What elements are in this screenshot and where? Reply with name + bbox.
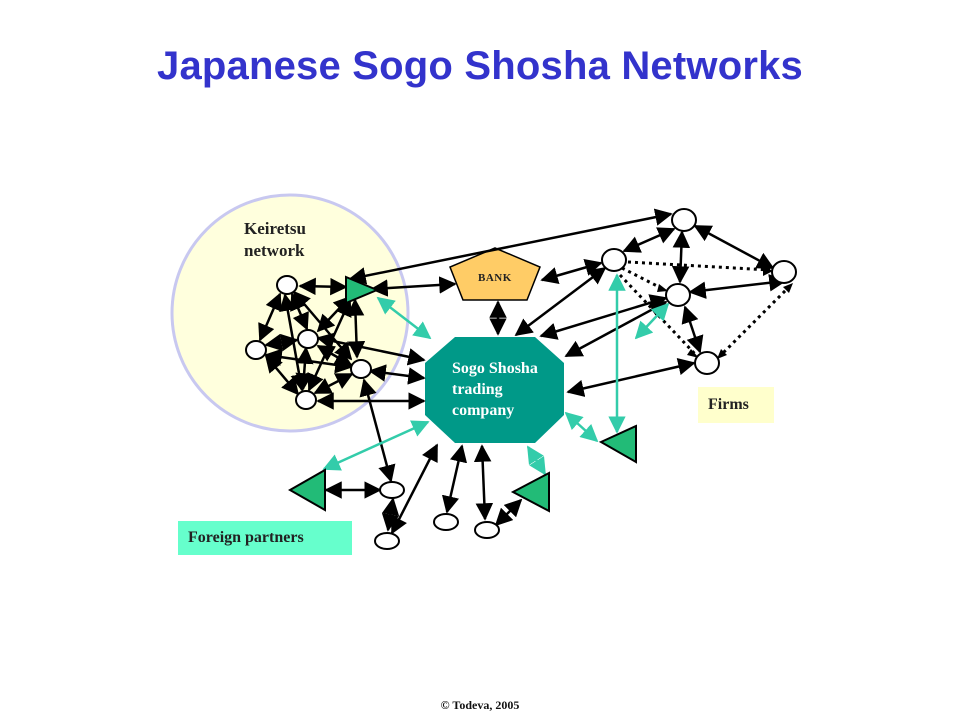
link bbox=[298, 277, 348, 296]
foreign-partner-triangle bbox=[598, 424, 637, 464]
sogo-label-line: trading bbox=[452, 381, 503, 398]
teal-link bbox=[322, 420, 430, 471]
link bbox=[473, 444, 494, 521]
sogo-shosha-label: Sogo Shosha trading company bbox=[452, 358, 538, 421]
firms-label: Firms bbox=[698, 387, 774, 423]
sogo-label-line: Sogo Shosha bbox=[452, 360, 538, 377]
bottom-node bbox=[374, 532, 400, 550]
teal-link bbox=[634, 302, 670, 340]
link bbox=[539, 294, 668, 340]
link bbox=[264, 354, 300, 396]
dotted-arrowhead bbox=[783, 283, 793, 293]
sogo-shosha-octagon bbox=[425, 337, 564, 443]
firm-node bbox=[671, 208, 697, 232]
keiretsu-node bbox=[350, 359, 372, 379]
dotted-arrowhead bbox=[657, 284, 668, 292]
link bbox=[313, 372, 354, 395]
copyright: © Todeva, 2005 bbox=[440, 698, 520, 712]
foreign-partner-triangle bbox=[510, 471, 550, 513]
firm-node bbox=[601, 248, 627, 272]
keiretsu-label-line: Keiretsu bbox=[244, 219, 307, 238]
keiretsu-node bbox=[245, 340, 267, 360]
link bbox=[316, 332, 426, 366]
firm-node bbox=[694, 351, 720, 375]
link bbox=[622, 227, 676, 253]
link bbox=[381, 497, 400, 532]
foreign-partners-label: Foreign partners bbox=[178, 521, 352, 555]
sogo-label-line: company bbox=[452, 402, 515, 419]
keiretsu-node bbox=[295, 390, 317, 410]
dotted-arrowhead bbox=[687, 349, 699, 358]
firm-node bbox=[665, 283, 691, 307]
dotted-link bbox=[718, 284, 792, 358]
dotted-arrowhead bbox=[763, 266, 773, 276]
link bbox=[494, 498, 523, 527]
keiretsu-label: Keiretsu network bbox=[244, 218, 306, 262]
bottom-node bbox=[379, 481, 405, 499]
link bbox=[264, 333, 299, 352]
bottom-node bbox=[433, 513, 459, 531]
link bbox=[566, 358, 696, 397]
link bbox=[368, 364, 426, 385]
link bbox=[316, 344, 353, 367]
teal-link bbox=[526, 445, 547, 476]
bottom-node bbox=[474, 521, 500, 539]
teal-link bbox=[564, 411, 599, 443]
link bbox=[671, 230, 691, 284]
page-title: Japanese Sogo Shosha Networks bbox=[157, 44, 803, 88]
link bbox=[681, 305, 704, 354]
link bbox=[688, 274, 787, 299]
firm-node bbox=[771, 260, 797, 284]
dotted-arrowhead bbox=[717, 349, 727, 359]
link bbox=[258, 292, 282, 342]
keiretsu-triangle bbox=[345, 275, 380, 305]
link bbox=[441, 444, 468, 514]
foreign-partner-triangle bbox=[287, 468, 326, 512]
link bbox=[693, 224, 775, 270]
dotted-link bbox=[627, 260, 771, 272]
dotted-link bbox=[618, 273, 698, 357]
link bbox=[348, 208, 673, 285]
teal-link bbox=[376, 296, 432, 340]
link bbox=[370, 276, 457, 297]
keiretsu-node bbox=[297, 329, 319, 349]
keiretsu-node bbox=[276, 275, 298, 295]
dotted-link bbox=[621, 266, 666, 292]
bank-label: BANK bbox=[478, 272, 512, 284]
keiretsu-label-line: network bbox=[244, 241, 305, 260]
link bbox=[359, 378, 396, 483]
link bbox=[295, 346, 314, 391]
